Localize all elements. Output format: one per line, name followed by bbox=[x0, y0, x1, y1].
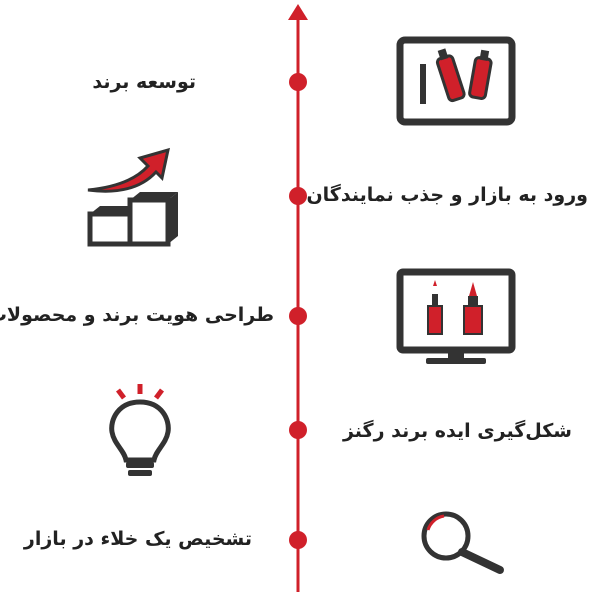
magnifier-icon bbox=[421, 511, 504, 574]
monitor-bottles-icon bbox=[396, 268, 516, 364]
timeline-label-4: شکل‌گیری ایده برند رگنز bbox=[342, 420, 572, 442]
timeline-dot-4 bbox=[289, 421, 307, 439]
monitor-tubes-icon bbox=[396, 36, 516, 126]
timeline-label-3: طراحی هویت برند و محصولات bbox=[0, 304, 274, 326]
timeline-label-5: تشخیص یک خلاء در بازار bbox=[23, 528, 252, 550]
timeline-dot-1 bbox=[289, 73, 307, 91]
timeline-label-1: توسعه برند bbox=[92, 71, 196, 93]
timeline-label-2: ورود به بازار و جذب نمایندگان bbox=[306, 184, 588, 206]
lightbulb-icon bbox=[109, 384, 171, 476]
growth-arrow-icon bbox=[87, 147, 178, 247]
timeline-dot-2 bbox=[289, 187, 307, 205]
timeline-arrowhead bbox=[288, 4, 308, 20]
timeline-dot-3 bbox=[289, 307, 307, 325]
timeline-dot-5 bbox=[289, 531, 307, 549]
